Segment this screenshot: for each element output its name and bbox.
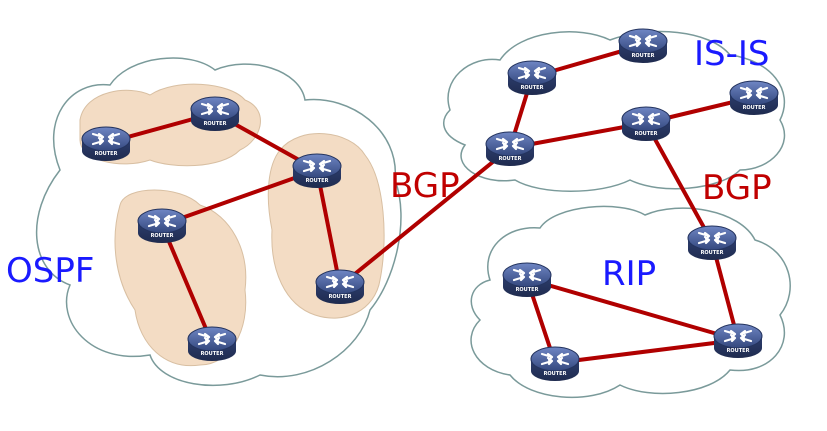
router-r11: ROUTER — [728, 79, 780, 117]
router-r5: ROUTER — [186, 325, 238, 363]
bgp-label-right: BGP — [702, 168, 772, 208]
router-label: ROUTER — [635, 131, 658, 137]
router-r15: ROUTER — [712, 322, 764, 360]
router-label: ROUTER — [521, 85, 544, 91]
router-label: ROUTER — [544, 371, 567, 377]
router-label: ROUTER — [516, 287, 539, 293]
link-r6-r9-bgp — [338, 146, 512, 288]
router-label: ROUTER — [204, 121, 227, 127]
router-r9: ROUTER — [484, 130, 536, 168]
router-r6: ROUTER — [314, 268, 366, 306]
link-r13-r15 — [525, 277, 740, 342]
router-r14: ROUTER — [529, 345, 581, 383]
router-label: ROUTER — [329, 294, 352, 300]
router-label: ROUTER — [743, 105, 766, 111]
rip-label: RIP — [602, 254, 656, 294]
router-label: ROUTER — [632, 53, 655, 59]
router-label: ROUTER — [499, 156, 522, 162]
router-r12: ROUTER — [686, 224, 738, 262]
router-label: ROUTER — [306, 178, 329, 184]
link-r14-r15 — [553, 338, 740, 365]
router-r10: ROUTER — [620, 105, 672, 143]
router-r13: ROUTER — [501, 261, 553, 299]
router-label: ROUTER — [727, 348, 750, 354]
link-r4-r5 — [160, 223, 214, 345]
link-r3-r6 — [315, 168, 342, 288]
router-r2: ROUTER — [189, 95, 241, 133]
link-r10-r12-bgp — [644, 121, 714, 244]
router-r7: ROUTER — [506, 59, 558, 97]
router-r3: ROUTER — [291, 152, 343, 190]
rip-cloud — [470, 205, 791, 399]
router-label: ROUTER — [201, 351, 224, 357]
router-label: ROUTER — [95, 151, 118, 157]
router-r4: ROUTER — [136, 207, 188, 245]
router-label: ROUTER — [151, 233, 174, 239]
ospf-label: OSPF — [6, 251, 94, 291]
link-r3-r4 — [160, 168, 319, 227]
router-r8: ROUTER — [617, 27, 669, 65]
bgp-label-left: BGP — [390, 166, 460, 206]
isis-label: IS-IS — [694, 34, 770, 74]
router-label: ROUTER — [701, 250, 724, 256]
router-r1: ROUTER — [80, 125, 132, 163]
